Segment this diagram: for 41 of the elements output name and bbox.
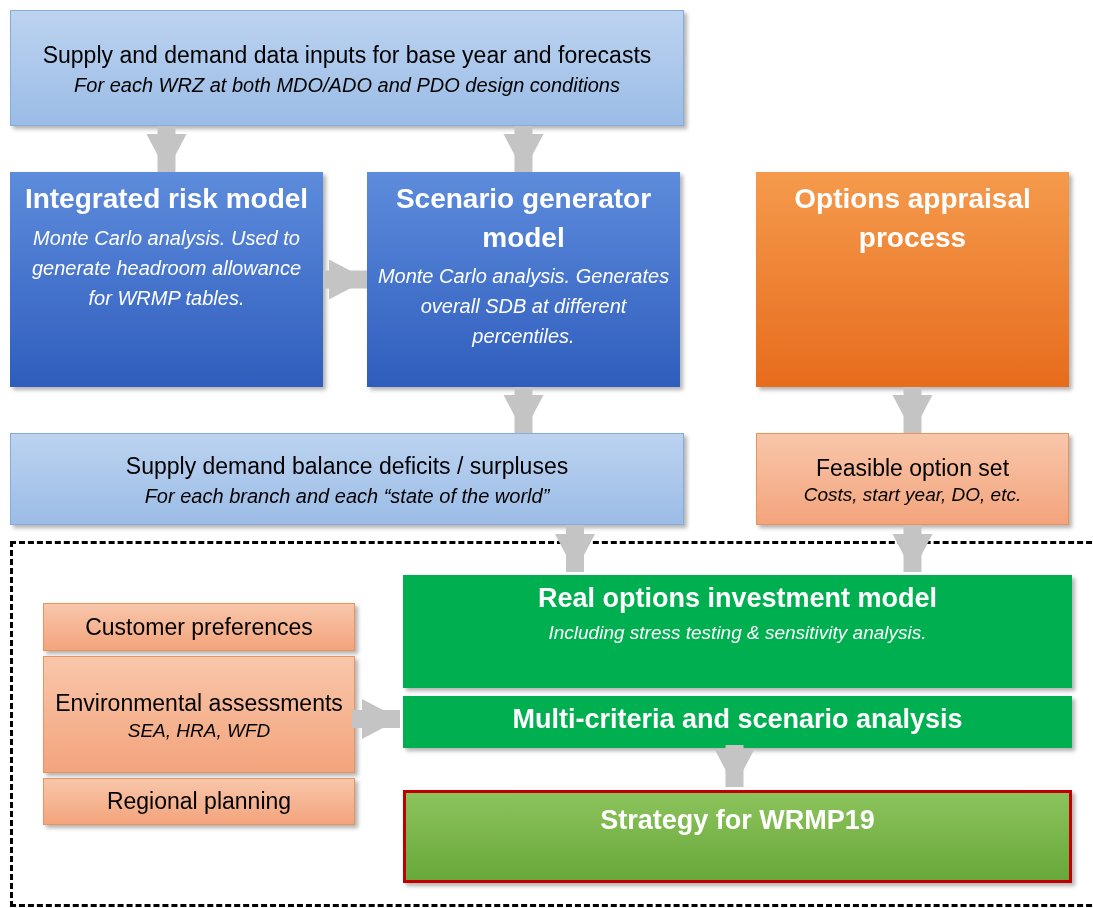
input-box: [10, 10, 684, 126]
block-arrow: [146, 126, 187, 172]
block-arrow: [555, 525, 595, 572]
node-title: Options appraisal process: [793, 182, 1032, 255]
node-title: Strategy for WRMP19: [600, 805, 875, 836]
model-box: [403, 575, 1072, 688]
node-title: Regional planning: [106, 787, 292, 817]
node-title: Environmental assessments: [55, 689, 343, 719]
process-box: [756, 172, 1069, 387]
node-subtitle: For each WRZ at both MDO/ADO and PDO design conditions: [74, 73, 620, 97]
model-box: [367, 172, 680, 387]
block-arrow: [323, 259, 367, 300]
block-arrow: [714, 745, 755, 787]
node-title: Customer preferences: [85, 612, 313, 642]
model-box: [10, 172, 323, 387]
input-box: [43, 603, 355, 651]
strategy-box: [403, 790, 1072, 883]
output-box: [10, 433, 684, 525]
node-subtitle: Costs, start year, DO, etc.: [803, 484, 1022, 507]
block-arrow: [503, 126, 544, 172]
node-title: Feasible option set: [815, 453, 1010, 483]
block-arrow: [892, 525, 933, 572]
block-arrow: [892, 387, 933, 433]
node-title: Scenario generator model: [394, 182, 653, 255]
node-title: Real options investment model: [537, 583, 938, 614]
node-subtitle: Monte Carlo analysis. Used to generate headroom allowance for WRMP tables.: [30, 225, 303, 311]
block-arrow: [503, 387, 544, 433]
node-subtitle: For each branch and each “state of the world”: [144, 484, 550, 508]
node-title: Multi-criteria and scenario analysis: [512, 704, 963, 735]
option-box: [756, 433, 1069, 525]
input-box: [43, 656, 355, 773]
block-arrow: [352, 699, 400, 739]
node-subtitle: SEA, HRA, WFD: [127, 719, 271, 742]
dashed-boundary: [10, 541, 1093, 907]
node-title: Supply and demand data inputs for base year and forecasts: [42, 41, 652, 71]
node-subtitle: Monte Carlo analysis. Generates overall SDB at different percentiles.: [376, 264, 671, 350]
input-box: [43, 778, 355, 825]
node-subtitle: Including stress testing & sensitivity analysis.: [548, 622, 927, 644]
node-title: Supply demand balance deficits / surpluses: [125, 452, 569, 482]
node-title: Integrated risk model: [24, 182, 309, 216]
analysis-box: [403, 696, 1072, 748]
